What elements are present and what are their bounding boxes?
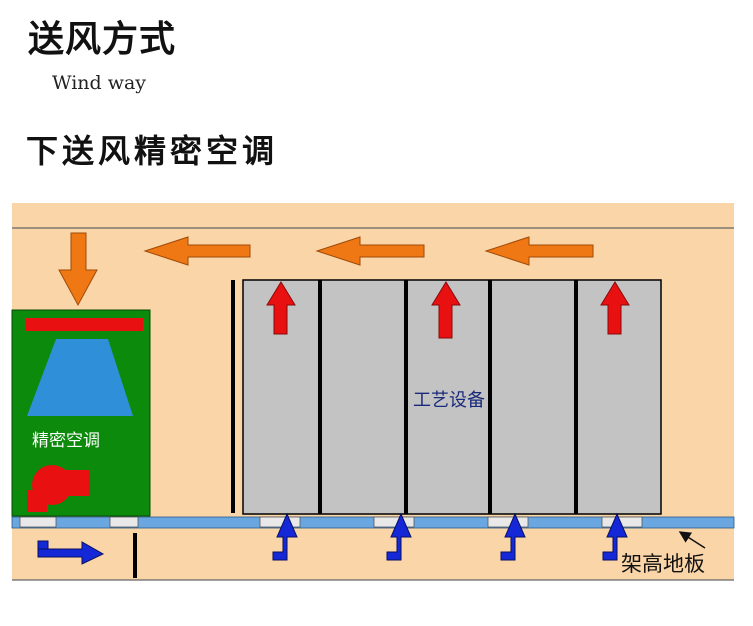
supply-air-arrow <box>272 512 298 561</box>
raised-floor-strip <box>11 516 735 529</box>
blower-fan-icon <box>27 465 90 512</box>
return-air-arrow <box>484 236 594 266</box>
floor-pointer <box>678 531 706 549</box>
page-title: 送风方式 <box>28 19 177 60</box>
underfloor-supply-arrow <box>37 540 105 565</box>
section-heading: 下送风精密空调 <box>26 132 279 170</box>
exhaust-arrow <box>431 281 461 339</box>
fan-cone <box>27 339 133 416</box>
floor-vents <box>19 516 643 528</box>
exhaust-arrow <box>600 281 630 335</box>
supply-air-arrow <box>386 512 412 561</box>
floor-vent <box>373 516 415 528</box>
floor-vent <box>109 516 139 528</box>
supply-air-arrow <box>602 512 628 561</box>
floor-vent <box>487 516 529 528</box>
exhaust-arrow <box>266 281 296 335</box>
equipment-label: 工艺设备 <box>413 390 485 411</box>
ac-top-filter <box>26 318 143 331</box>
return-air-arrows <box>143 236 594 266</box>
raised-floor-label: 架高地板 <box>621 552 705 576</box>
intake-arrow <box>58 232 98 307</box>
floor-vent <box>259 516 301 528</box>
page-subtitle: Wind way <box>52 72 147 94</box>
floor-vent <box>19 516 57 528</box>
return-air-arrow <box>315 236 425 266</box>
exhaust-arrows <box>266 281 630 339</box>
ac-unit-label: 精密空调 <box>32 431 100 451</box>
supply-air-arrow <box>500 512 526 561</box>
return-air-arrow <box>143 236 251 266</box>
supply-air-arrows <box>272 512 628 561</box>
